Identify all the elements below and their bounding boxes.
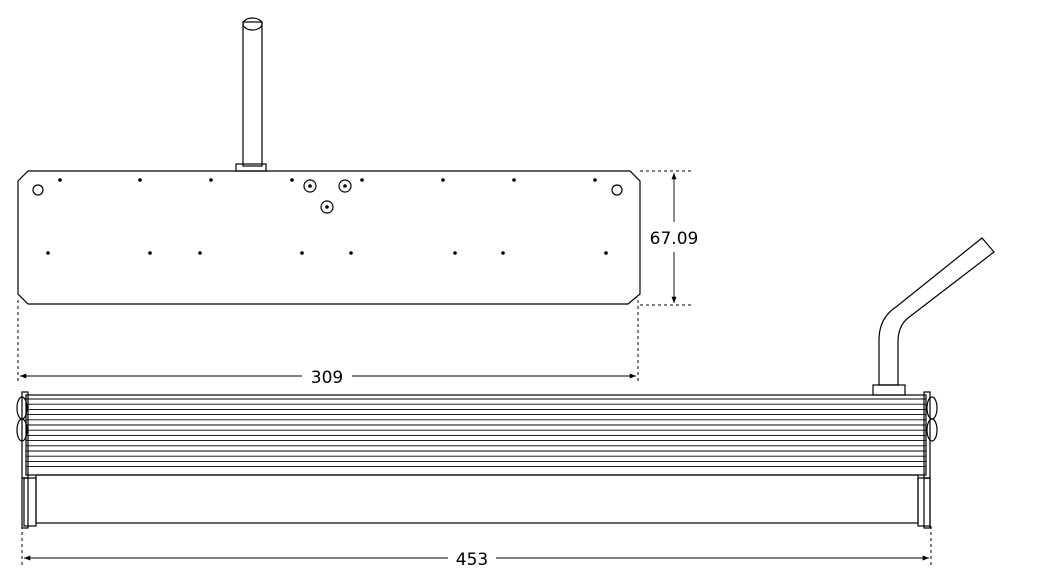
screw-point [290,178,294,182]
connector-holes [303,179,352,214]
corner-hole-left [32,184,44,196]
top-view [17,17,641,305]
screw-point [512,178,516,182]
top-pole [235,17,267,172]
screw-point [46,251,50,255]
screw-point [453,251,457,255]
screw-point [501,251,505,255]
screw-point [58,178,62,182]
screw-points [46,178,608,255]
screw-point [604,251,608,255]
heat-sink-fins [26,398,926,468]
screw-point [138,178,142,182]
bottom-width-dimension: 453 [21,526,932,570]
side-pole [872,237,995,396]
screw-point [198,251,202,255]
height-dimension-label: 67.09 [650,229,699,249]
end-cap-right [917,391,938,529]
screw-point [593,178,597,182]
screw-point [209,178,213,182]
top-width-dimension-label: 309 [311,368,343,388]
top-body-plate [17,170,641,305]
height-dimension: 67.09 [640,170,699,306]
screw-point [441,178,445,182]
corner-hole-right [611,184,623,196]
side-view [16,237,995,529]
bottom-width-dimension-label: 453 [456,550,488,570]
screw-point [349,251,353,255]
heat-sink-body [25,394,927,524]
screw-point [300,251,304,255]
top-width-dimension: 309 [17,300,639,388]
screw-point [360,178,364,182]
screw-point [148,251,152,255]
